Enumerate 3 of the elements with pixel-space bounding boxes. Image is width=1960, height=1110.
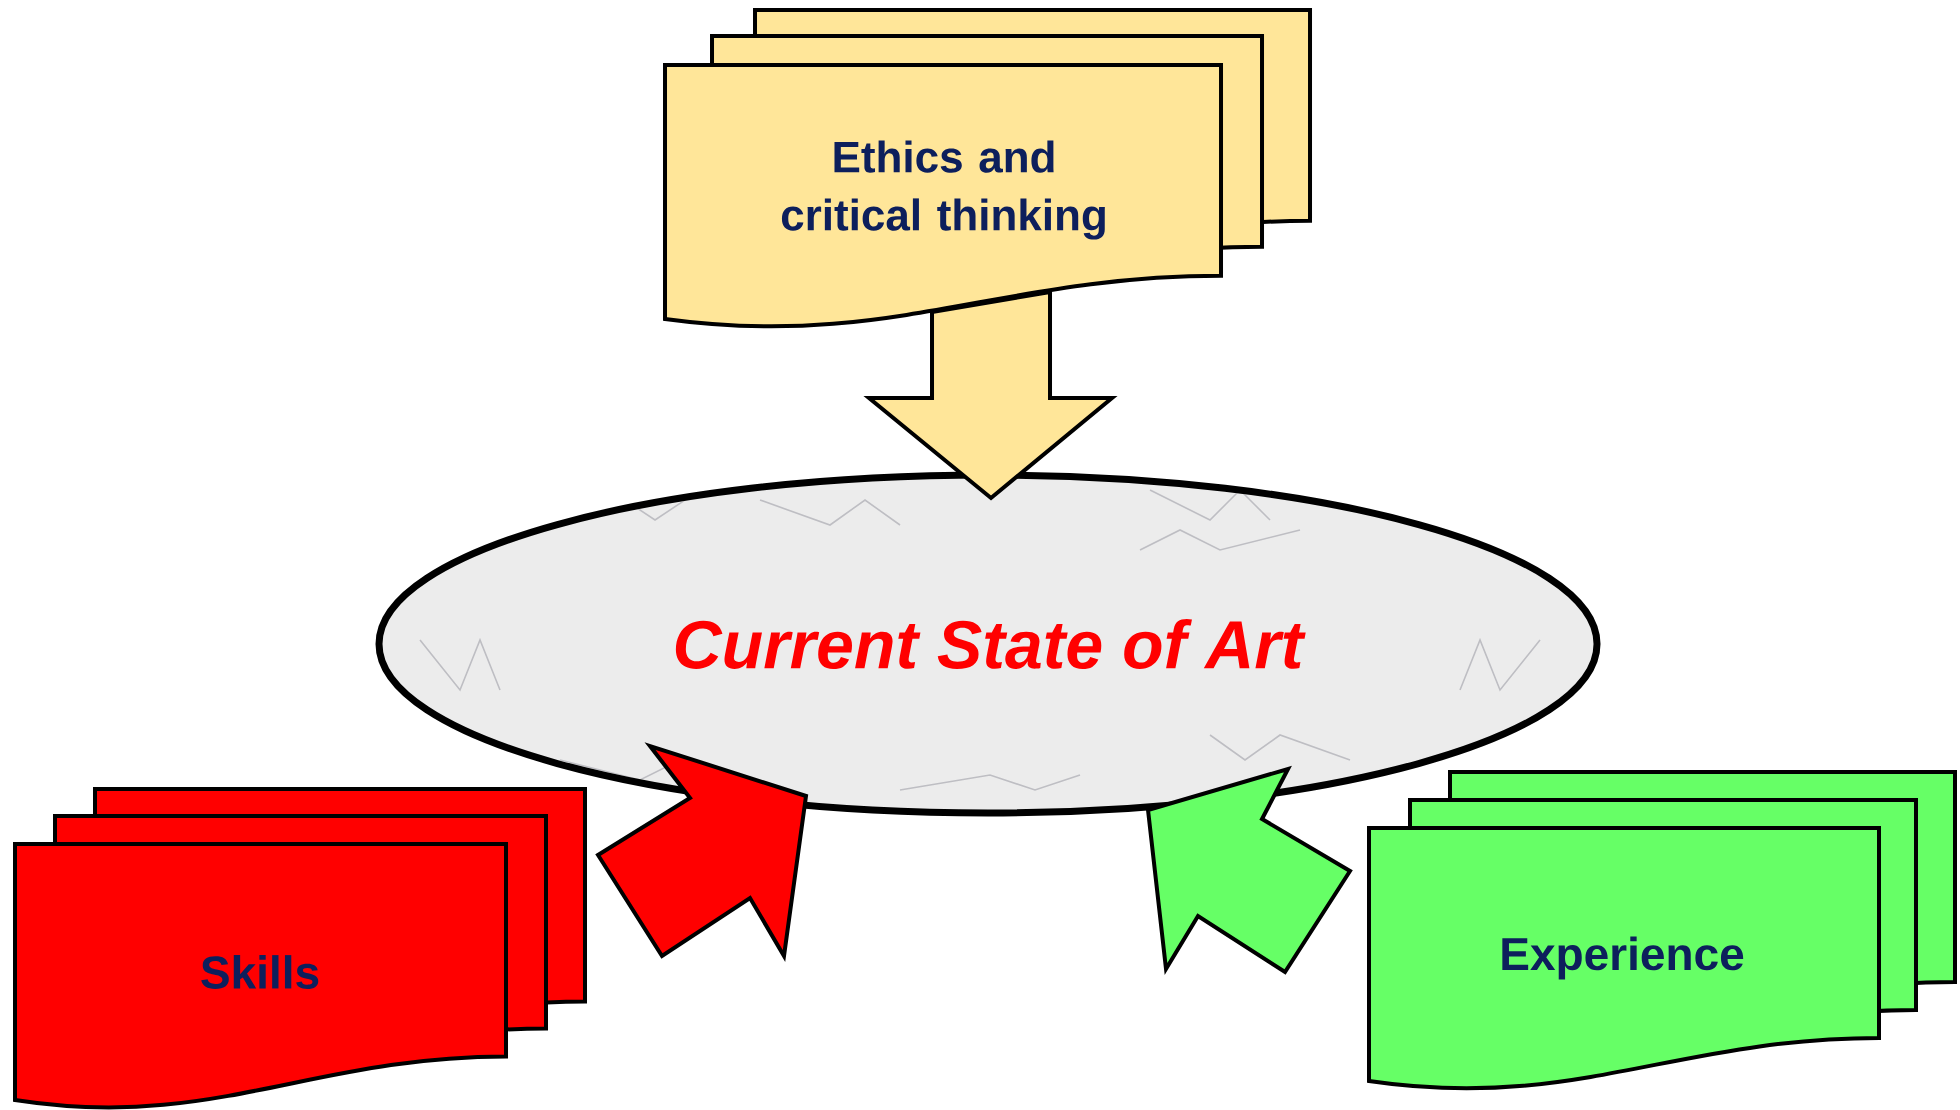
document-stack: Ethics and critical thinking: [663, 8, 1312, 329]
document-stack: Skills: [13, 787, 587, 1110]
document-stack: Experience: [1367, 770, 1957, 1091]
